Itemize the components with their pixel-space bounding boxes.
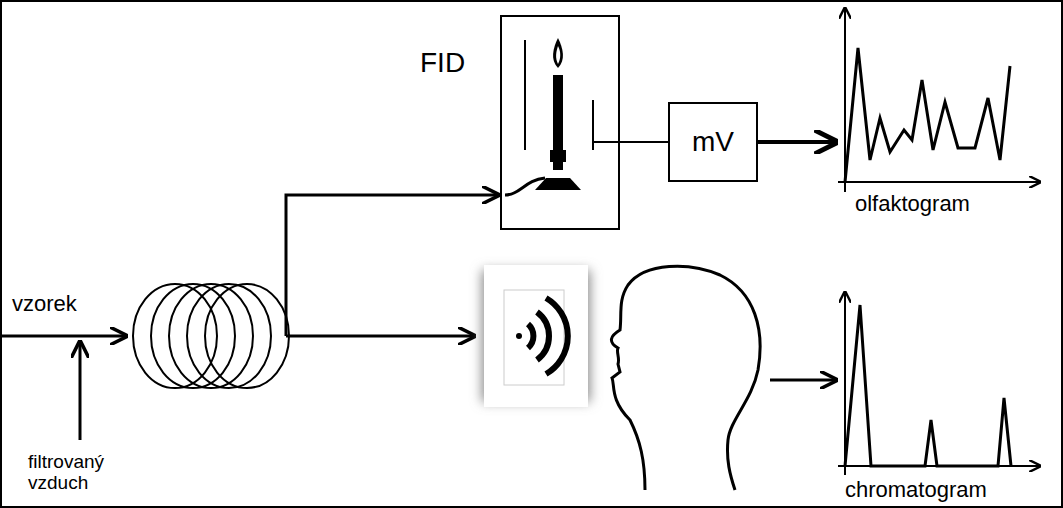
sample-label: vzorek (12, 292, 77, 316)
wire (593, 141, 669, 143)
column-coil (133, 284, 289, 388)
odor-wave-icon (504, 290, 568, 385)
sniff-port (484, 265, 588, 407)
sample-line (0, 335, 126, 338)
human-head (611, 266, 760, 490)
meter-box: mV (668, 102, 758, 182)
trace-caption: olfaktogram (855, 192, 970, 216)
node-label: FID (420, 47, 465, 79)
node-label: mV (670, 104, 756, 180)
trace-caption: chromatogram (845, 478, 987, 502)
sniff-trace (845, 305, 1011, 466)
sniff-line (286, 335, 474, 338)
flame-burner (525, 38, 593, 190)
air-inlet (79, 342, 82, 440)
signal-arrow (758, 140, 836, 144)
fid-trace (845, 48, 1010, 182)
perception-arrow (770, 379, 836, 382)
x-axis (838, 181, 1040, 183)
fid-line (286, 195, 498, 336)
detector-box: FID (500, 15, 620, 230)
air-label: filtrovaný vzduch (28, 452, 138, 494)
